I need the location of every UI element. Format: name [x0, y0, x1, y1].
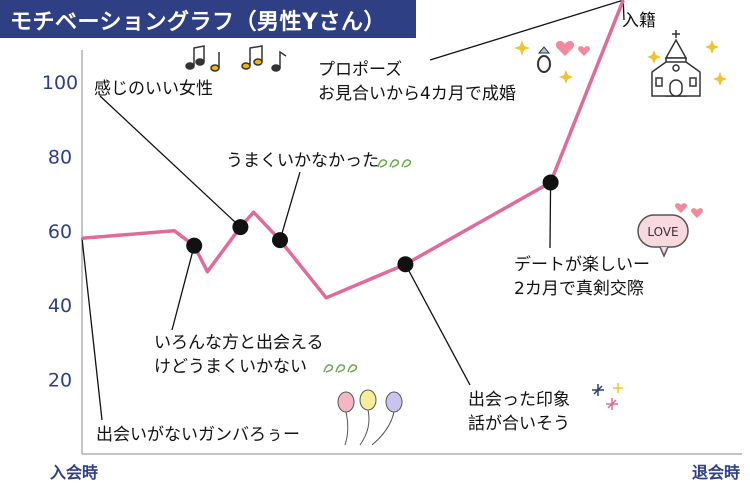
annotation-leader — [549, 182, 552, 249]
annotation-leader — [429, 0, 624, 61]
y-tick-label: 40 — [48, 295, 72, 317]
annotation-text: 話が合いそう — [468, 414, 570, 434]
hearts-icon — [555, 41, 703, 218]
annotation-text: 入籍 — [622, 11, 656, 31]
axes: 20 40 60 80 100 入会時 退会時 — [42, 50, 742, 482]
annotation-text: 出会いがないガンバろぅー — [96, 425, 300, 445]
annotation-leader — [279, 171, 301, 241]
annotation-text: お見合いから4カ月で成婚 — [318, 84, 516, 104]
series-layer — [81, 0, 625, 300]
x-end-label: 退会時 — [692, 463, 740, 482]
annotation-leader — [99, 95, 241, 228]
love-badge: LOVE — [637, 214, 689, 258]
fireworks-icon — [592, 383, 623, 410]
data-marker — [272, 232, 288, 249]
annotation-text: デートが楽しいー — [514, 254, 650, 275]
chart-title: モチベーショングラフ（男性Yさん） — [10, 10, 386, 35]
series-line — [81, 0, 625, 300]
annotation-text: けどうまくいかない — [154, 357, 307, 377]
love-badge-text: LOVE — [647, 225, 678, 239]
annotation-leader — [171, 245, 195, 331]
annotation-leader — [81, 238, 103, 421]
annotation-text: 感じのいい女性 — [94, 79, 213, 99]
markers-layer — [186, 174, 559, 273]
squiggle-icon — [323, 159, 412, 373]
y-tick-label: 80 — [48, 146, 72, 168]
annotation-text: 2カ月で真剣交際 — [514, 279, 644, 299]
sparkle-icon — [514, 40, 727, 86]
annotation-leader — [404, 263, 471, 386]
annotation-text: 出会った印象 — [468, 390, 570, 410]
annotation-text: いろんな方と出会える — [154, 333, 324, 353]
annotation-leaders — [81, 0, 625, 421]
data-marker — [542, 174, 559, 191]
balloons-icon — [337, 389, 403, 446]
data-marker — [232, 219, 249, 236]
y-tick-label: 20 — [48, 370, 72, 392]
y-tick-label: 100 — [42, 72, 78, 94]
annotation-text: うまくいかなかった — [226, 151, 379, 171]
annotation-text: プロポーズ — [318, 60, 402, 80]
title-bar: モチベーショングラフ（男性Yさん） — [0, 0, 416, 38]
church-icon — [651, 30, 701, 97]
music-notes-icon — [185, 45, 287, 72]
data-marker — [397, 256, 414, 273]
y-tick-label: 60 — [48, 221, 72, 243]
ring-icon — [537, 46, 551, 73]
x-start-label: 入会時 — [50, 463, 98, 482]
data-marker — [186, 237, 203, 254]
decorations: LOVE — [185, 30, 727, 446]
